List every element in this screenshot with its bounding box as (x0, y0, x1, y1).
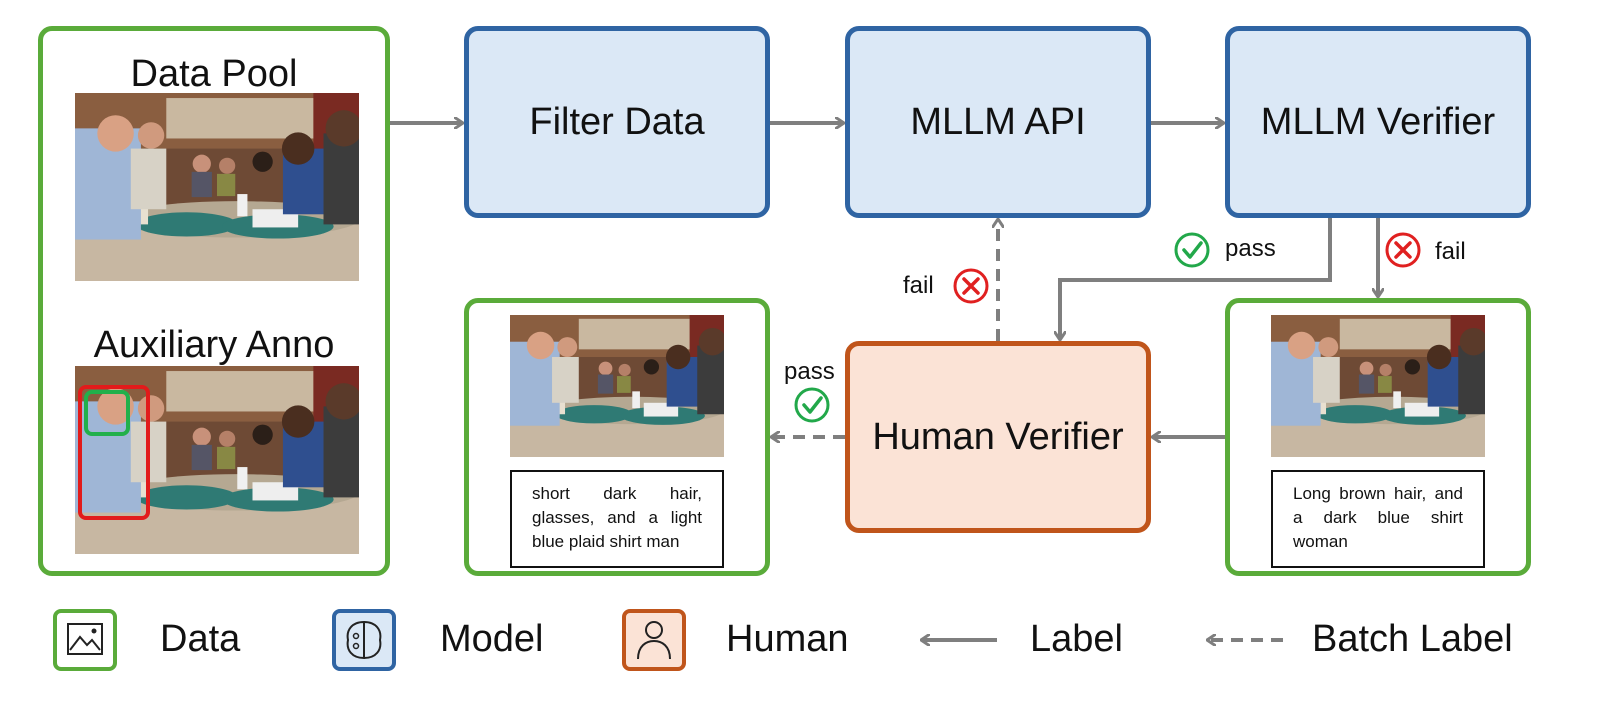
human-verifier-node: Human Verifier (845, 341, 1151, 533)
legend-batch-label-label: Batch Label (1312, 618, 1513, 660)
pass-check-icon-left (794, 387, 830, 423)
legend-model-label: Model (440, 618, 544, 660)
fail-label-left: fail (903, 272, 934, 299)
auxiliary-anno-title: Auxiliary Anno (93, 324, 335, 366)
mllm-api-label: MLLM API (910, 100, 1086, 143)
failed-caption: Long brown hair, and a dark blue shirt w… (1271, 470, 1485, 568)
data-pool-title: Data Pool (130, 53, 298, 95)
filter-data-node: Filter Data (464, 26, 770, 218)
human-verifier-label: Human Verifier (872, 415, 1124, 458)
pass-label-top: pass (1225, 235, 1276, 262)
accepted-caption: short dark hair, glasses, and a light bl… (510, 470, 724, 568)
legend-human-icon (622, 609, 686, 671)
filter-data-label: Filter Data (529, 100, 705, 143)
accepted-data-card: short dark hair, glasses, and a light bl… (464, 298, 770, 576)
data-pool-box: Data Pool Auxiliary Anno (38, 26, 390, 576)
mllm-verifier-label: MLLM Verifier (1260, 100, 1496, 143)
fail-label-right: fail (1435, 238, 1466, 265)
auxiliary-anno-image (75, 366, 359, 554)
failed-data-card: Long brown hair, and a dark blue shirt w… (1225, 298, 1531, 576)
fail-cross-icon-left (953, 268, 989, 304)
pass-label-left: pass (784, 358, 835, 385)
pass-check-icon-top (1174, 232, 1210, 268)
mllm-verifier-node: MLLM Verifier (1225, 26, 1531, 218)
legend-data-label: Data (160, 618, 241, 660)
mllm-api-node: MLLM API (845, 26, 1151, 218)
legend-label-label: Label (1030, 618, 1123, 660)
face-bounding-box (84, 390, 130, 436)
legend-data-icon (53, 609, 117, 671)
legend-model-icon (332, 609, 396, 671)
arrow-verifier-pass-to-human (1060, 218, 1332, 339)
body-bounding-box (78, 385, 150, 520)
legend-human-label: Human (726, 618, 849, 660)
fail-cross-icon-right (1385, 232, 1421, 268)
